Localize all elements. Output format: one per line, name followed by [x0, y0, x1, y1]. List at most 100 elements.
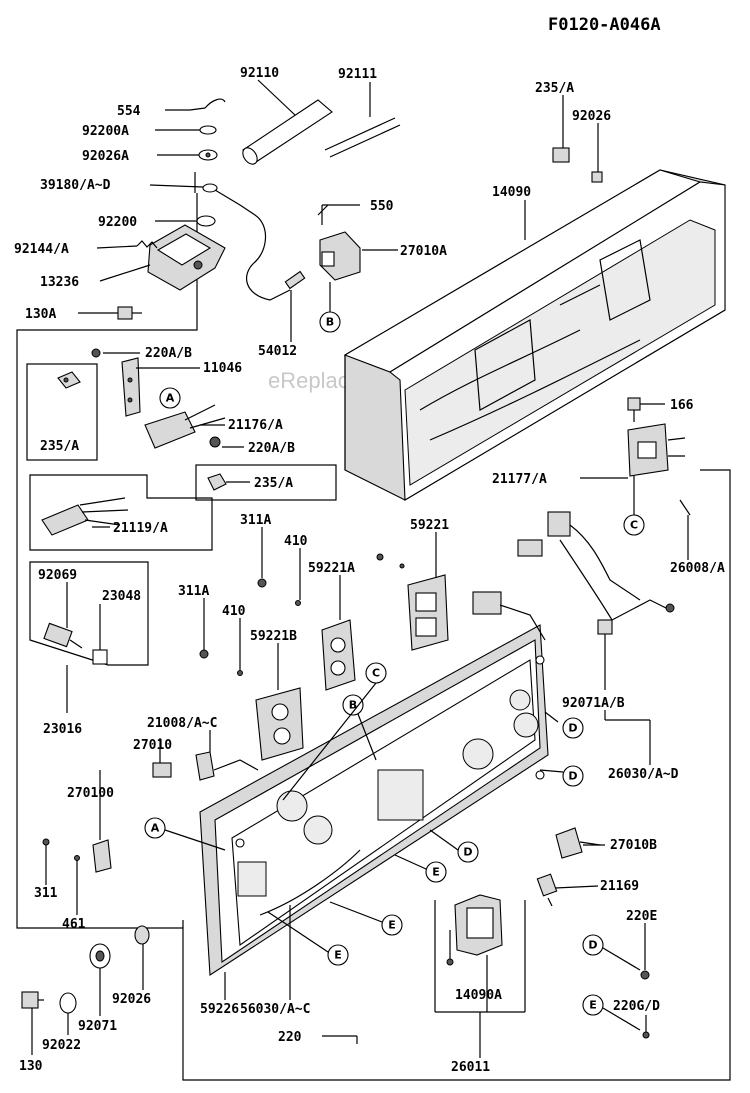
clip-235A-left: [57, 371, 81, 389]
part-21177A: [627, 397, 686, 477]
screw-220E: [640, 970, 650, 980]
label-235A-left: 235/A: [40, 439, 79, 454]
tube-92110-rod-92111: [242, 99, 401, 165]
label-550: 550: [370, 199, 394, 214]
label-26008: 26008/A: [670, 561, 725, 576]
connector-27010B: [555, 827, 601, 859]
label-13236: 13236: [40, 275, 79, 290]
label-92071AB: 92071A/B: [562, 696, 625, 711]
top-left-parts: [117, 98, 306, 320]
receptacle-59221: [376, 553, 449, 651]
callout-B-panel: B: [342, 694, 364, 716]
label-59226: 59226: [200, 1002, 239, 1017]
callout-E-4: E: [582, 994, 604, 1016]
svg-text:B: B: [326, 316, 334, 329]
svg-text:E: E: [432, 866, 440, 879]
label-23048: 23048: [102, 589, 141, 604]
clip-235A-top: [552, 147, 603, 183]
clip-235A-mid: [207, 473, 227, 491]
svg-text:B: B: [349, 699, 357, 712]
label-235A-top: 235/A: [535, 81, 574, 96]
label-39180: 39180/A~D: [40, 178, 111, 193]
label-26011: 26011: [451, 1060, 490, 1075]
callout-E-1: E: [425, 861, 447, 883]
svg-text:C: C: [630, 519, 638, 532]
washer-410-2: [237, 670, 243, 676]
receptacle-59221A: [321, 619, 356, 691]
pin-26008A: [679, 499, 691, 516]
label-235A-box: 235/A: [254, 476, 293, 491]
leader-lines: [31, 79, 689, 1058]
label-27010: 27010: [133, 738, 172, 753]
label-21176: 21176/A: [228, 418, 283, 433]
part-21008: [195, 751, 259, 781]
label-27010B: 27010B: [610, 838, 657, 853]
screw-220GD: [642, 1031, 650, 1039]
diagram-code: F0120-A046A: [548, 15, 661, 35]
svg-text:D: D: [568, 770, 577, 783]
svg-text:E: E: [388, 919, 396, 932]
washer-410-1: [295, 600, 301, 606]
callout-C-panel: C: [365, 662, 387, 684]
screw-311A-1: [257, 578, 267, 588]
svg-text:A: A: [166, 392, 175, 405]
callout-D-3: D: [457, 841, 479, 863]
connector-27010: [152, 762, 172, 778]
switch-21176A: [144, 404, 226, 449]
label-92071: 92071: [78, 1019, 117, 1034]
connector-270100: [92, 815, 112, 873]
label-410-1: 410: [284, 534, 308, 549]
panel-14090A: [446, 894, 503, 966]
callout-D-4: D: [582, 934, 604, 956]
label-220AB-1: 220A/B: [145, 346, 192, 361]
label-23016: 23016: [43, 722, 82, 737]
label-54012: 54012: [258, 344, 297, 359]
part-21119A: [41, 497, 129, 536]
part-23016: [43, 622, 108, 665]
part-21169: [536, 873, 558, 907]
screw-311A-2: [199, 649, 209, 659]
label-59221: 59221: [410, 518, 449, 533]
part-21119A-box: [29, 474, 213, 551]
svg-text:C: C: [372, 667, 380, 680]
label-311: 311: [34, 886, 58, 901]
callout-D-2: D: [562, 765, 584, 787]
part-23016-box: [29, 561, 149, 666]
label-21177: 21177/A: [492, 472, 547, 487]
callout-E-2: E: [381, 914, 403, 936]
label-21008: 21008/A~C: [147, 716, 217, 731]
label-21119: 21119/A: [113, 521, 168, 536]
callout-A-panel: A: [144, 817, 166, 839]
label-270100: 270100: [67, 786, 114, 801]
label-130A: 130A: [25, 307, 56, 322]
label-410-2: 410: [222, 604, 246, 619]
label-26030: 26030/A~D: [608, 767, 679, 782]
relay-27010A: [317, 204, 361, 281]
label-92200A: 92200A: [82, 124, 129, 139]
callout-A-bracket: A: [159, 387, 181, 409]
washer-461: [74, 855, 80, 861]
callout-E-3: E: [327, 944, 349, 966]
label-59221B: 59221B: [250, 629, 297, 644]
svg-text:D: D: [588, 939, 597, 952]
label-92110: 92110: [240, 66, 279, 81]
label-14090A: 14090A: [455, 988, 502, 1003]
label-92144: 92144/A: [14, 242, 69, 257]
label-92026-bottom: 92026: [112, 992, 151, 1007]
svg-text:E: E: [589, 999, 597, 1012]
wiring-harness-26030: [517, 511, 675, 635]
bottom-left-parts: [21, 925, 150, 1014]
connector-harness: [472, 591, 546, 641]
clip-235A-box-mid: [195, 464, 337, 501]
label-166: 166: [670, 398, 694, 413]
control-box-14090: [343, 169, 726, 501]
callout-C-21177: C: [623, 514, 645, 536]
label-14090: 14090: [492, 185, 531, 200]
label-220E: 220E: [626, 909, 657, 924]
label-220AB-2: 220A/B: [248, 441, 295, 456]
receptacle-59221B: [255, 687, 304, 761]
label-461: 461: [62, 917, 86, 932]
screw-311: [42, 838, 50, 846]
label-92069: 92069: [38, 568, 77, 583]
